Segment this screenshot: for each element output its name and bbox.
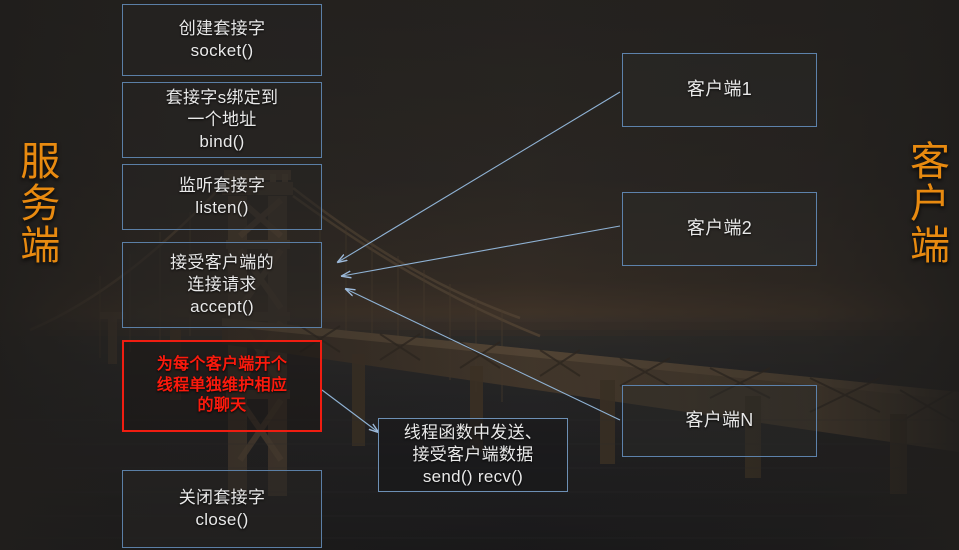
client-box-n-label: 客户端N: [685, 410, 754, 431]
flow-box-thread-function-line-1: 线程函数中发送、: [403, 423, 543, 443]
flow-box-bind-line-3: bind(): [199, 131, 245, 151]
flow-box-bind-line-2: 一个地址: [187, 110, 257, 130]
flow-box-thread-per-client-line-1: 为每个客户端开个: [156, 356, 288, 374]
flow-box-accept-line-2: 连接请求: [187, 275, 257, 295]
flow-box-bind[interactable]: 套接字s绑定到 一个地址 bind(): [122, 82, 322, 158]
flow-box-thread-function[interactable]: 线程函数中发送、 接受客户端数据 send() recv(): [378, 418, 568, 492]
flow-box-close-line-2: close(): [195, 510, 249, 529]
flow-box-accept-line-1: 接受客户端的: [170, 253, 274, 273]
client-box-1[interactable]: 客户端1: [622, 53, 817, 127]
flow-box-thread-per-client-line-3: 的聊天: [197, 397, 247, 415]
flow-box-bind-line-1: 套接字s绑定到: [165, 88, 279, 108]
client-box-2-label: 客户端2: [686, 218, 753, 239]
flow-box-accept-line-3: accept(): [190, 296, 254, 316]
flow-box-listen[interactable]: 监听套接字 listen(): [122, 164, 322, 230]
flow-box-close[interactable]: 关闭套接字 close(): [122, 470, 322, 548]
flow-box-socket-line-1: 创建套接字: [178, 19, 266, 39]
flow-box-listen-line-2: listen(): [195, 198, 249, 217]
flow-box-thread-function-line-2: 接受客户端数据: [412, 445, 534, 465]
flow-box-socket-line-2: socket(): [190, 41, 254, 60]
flow-box-thread-function-line-3: send() recv(): [422, 466, 524, 486]
flow-box-accept[interactable]: 接受客户端的 连接请求 accept(): [122, 242, 322, 328]
side-label-server: 服务端: [13, 140, 60, 266]
client-box-2[interactable]: 客户端2: [622, 192, 817, 266]
flow-box-thread-per-client-line-2: 线程单独维护相应: [156, 376, 288, 394]
flow-box-socket[interactable]: 创建套接字 socket(): [122, 4, 322, 76]
flow-box-thread-per-client[interactable]: 为每个客户端开个 线程单独维护相应 的聊天: [122, 340, 322, 432]
client-box-n[interactable]: 客户端N: [622, 385, 817, 457]
side-label-client: 客户端: [903, 140, 949, 266]
flow-box-close-line-1: 关闭套接字: [178, 488, 266, 508]
flow-box-listen-line-1: 监听套接字: [178, 176, 266, 196]
client-box-1-label: 客户端1: [686, 79, 753, 100]
